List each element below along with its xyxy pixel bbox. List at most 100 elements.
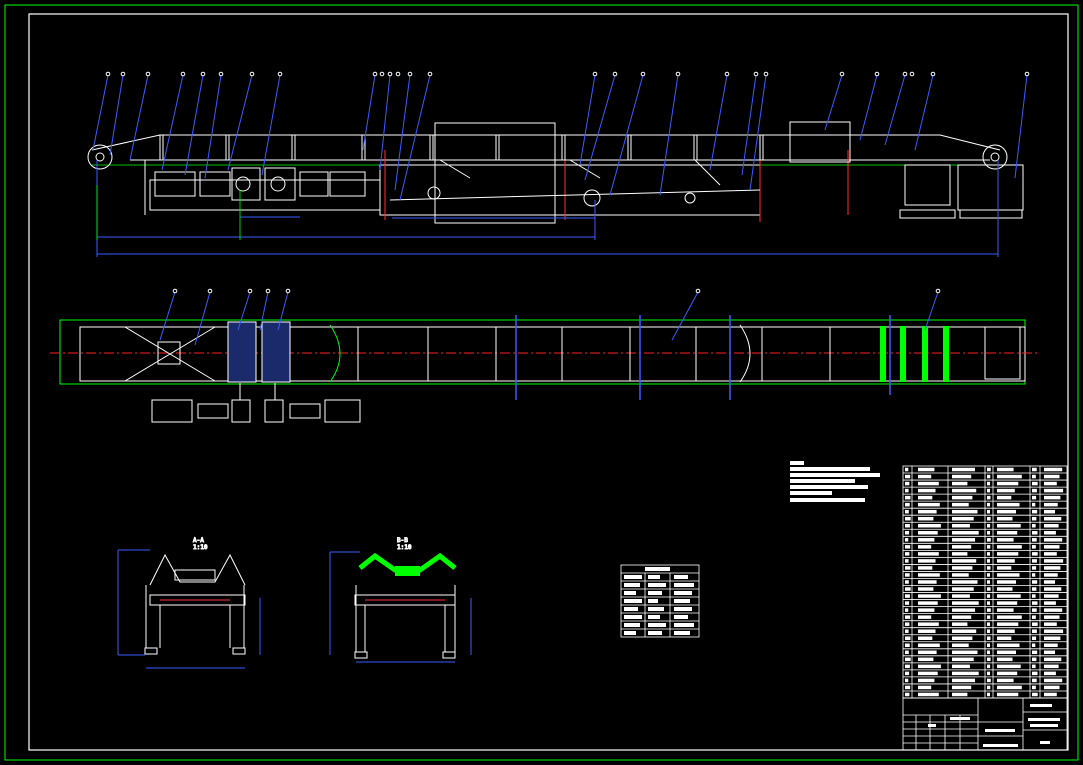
bom-cell-text <box>987 516 991 521</box>
bom-cell-text <box>997 608 1014 612</box>
bom-cell-text <box>1044 552 1057 556</box>
bom-cell-text <box>1032 622 1038 626</box>
bom-cell-text <box>905 495 911 500</box>
bom-cell-text <box>997 538 1014 542</box>
bom-cell-text <box>987 502 990 507</box>
bom-cell-text <box>918 650 937 655</box>
bom-cell-text <box>997 502 1020 507</box>
bom-cell-text <box>1044 524 1059 528</box>
part-balloon <box>874 71 880 77</box>
bom-cell-text <box>1032 573 1036 577</box>
bom-cell-text <box>918 502 940 507</box>
bom-cell-text <box>1044 495 1061 500</box>
bom-cell-text <box>1044 650 1055 655</box>
part-balloon <box>902 71 908 77</box>
bom-cell-text <box>905 573 910 577</box>
section-b-view: B-B 1:10 <box>329 537 472 663</box>
leader-lines <box>92 74 1028 201</box>
bom-cell-text <box>997 516 1013 521</box>
bom-cell-text <box>997 601 1018 605</box>
part-balloon <box>200 71 206 77</box>
bom-cell-text <box>1044 545 1060 549</box>
bom-cell-text <box>1044 622 1057 626</box>
bom-cell-text <box>905 608 909 612</box>
bom-cell-text <box>952 664 970 669</box>
bom-cell-text <box>1032 629 1037 633</box>
section-a-view: A-A 1:10 <box>117 537 261 669</box>
bom-cell-text <box>952 573 969 577</box>
bom-cell-text <box>997 467 1014 472</box>
bom-cell-text <box>952 559 977 563</box>
bom-cell-text <box>918 608 935 612</box>
bom-cell-text <box>987 467 991 472</box>
part-balloon <box>839 71 845 77</box>
spec-table <box>620 564 700 638</box>
tail-pulley <box>87 144 113 170</box>
bom-cell-text <box>952 495 973 500</box>
bom-cell-text <box>905 545 911 549</box>
bom-cell-text <box>987 643 990 648</box>
bom-cell-text <box>1032 643 1036 648</box>
part-balloon <box>120 71 126 77</box>
part-balloon <box>277 71 283 77</box>
bom-cell-text <box>952 622 968 626</box>
bom-cell-text <box>1032 608 1037 612</box>
plan-view <box>50 291 1040 423</box>
bom-cell-text <box>997 650 1016 655</box>
part-balloon <box>592 71 598 77</box>
bom-cell-text <box>918 552 939 556</box>
bom-cell-text <box>987 664 991 669</box>
bom-cell-text <box>918 629 936 633</box>
part-balloon <box>218 71 224 77</box>
part-balloon <box>172 288 178 294</box>
bom-cell-text <box>1044 531 1056 535</box>
bom-cell-text <box>997 566 1012 570</box>
bom-cell-text <box>1044 657 1062 662</box>
part-balloon <box>249 71 255 77</box>
bom-cell-text <box>1044 615 1060 619</box>
bom-cell-text <box>952 685 972 690</box>
bom-cell-text <box>987 573 990 577</box>
bom-cell-text <box>952 580 978 584</box>
bom-cell-text <box>987 580 990 584</box>
bom-cell-text <box>997 481 1019 486</box>
bom-cell-text <box>952 692 968 697</box>
bom-cell-text <box>952 474 972 479</box>
bom-cell-text <box>1032 509 1038 514</box>
bom-cell-text <box>952 566 973 570</box>
bom-cell-text <box>987 531 990 535</box>
bom-cell-text <box>997 685 1022 690</box>
bom-cell-text <box>952 601 979 605</box>
bom-cell-text <box>918 573 940 577</box>
bom-cell-text <box>952 509 978 514</box>
section-a-label: A-A <box>193 537 204 544</box>
bom-cell-text <box>1044 678 1063 683</box>
bom-cell-text <box>1032 502 1036 507</box>
bom-cell-text <box>1044 573 1058 577</box>
bom-cell-text <box>918 636 933 640</box>
bom-cell-text <box>997 643 1020 648</box>
part-balloon <box>180 71 186 77</box>
bom-cell-text <box>952 524 970 528</box>
reducer-1 <box>231 167 261 201</box>
bom-cell-text <box>997 678 1014 683</box>
bom-cell-text <box>1044 587 1062 591</box>
bom-cell-text <box>987 481 990 486</box>
bom-cell-text <box>1032 664 1036 669</box>
bom-cell-text <box>952 615 972 619</box>
bom-cell-text <box>987 509 990 514</box>
bom-cell-text <box>987 538 991 542</box>
bom-cell-text <box>952 643 969 648</box>
bom-cell-text <box>1044 566 1061 570</box>
part-balloon <box>724 71 730 77</box>
bom-cell-text <box>905 671 910 676</box>
bom-cell-text <box>905 509 909 514</box>
part-balloon <box>395 71 401 77</box>
bom-cell-text <box>1044 664 1059 669</box>
bom-cell-text <box>1044 538 1063 542</box>
part-balloon <box>935 288 941 294</box>
bom-cell-text <box>905 664 910 669</box>
bom-cell-text <box>987 566 991 570</box>
motor-1 <box>154 171 196 197</box>
